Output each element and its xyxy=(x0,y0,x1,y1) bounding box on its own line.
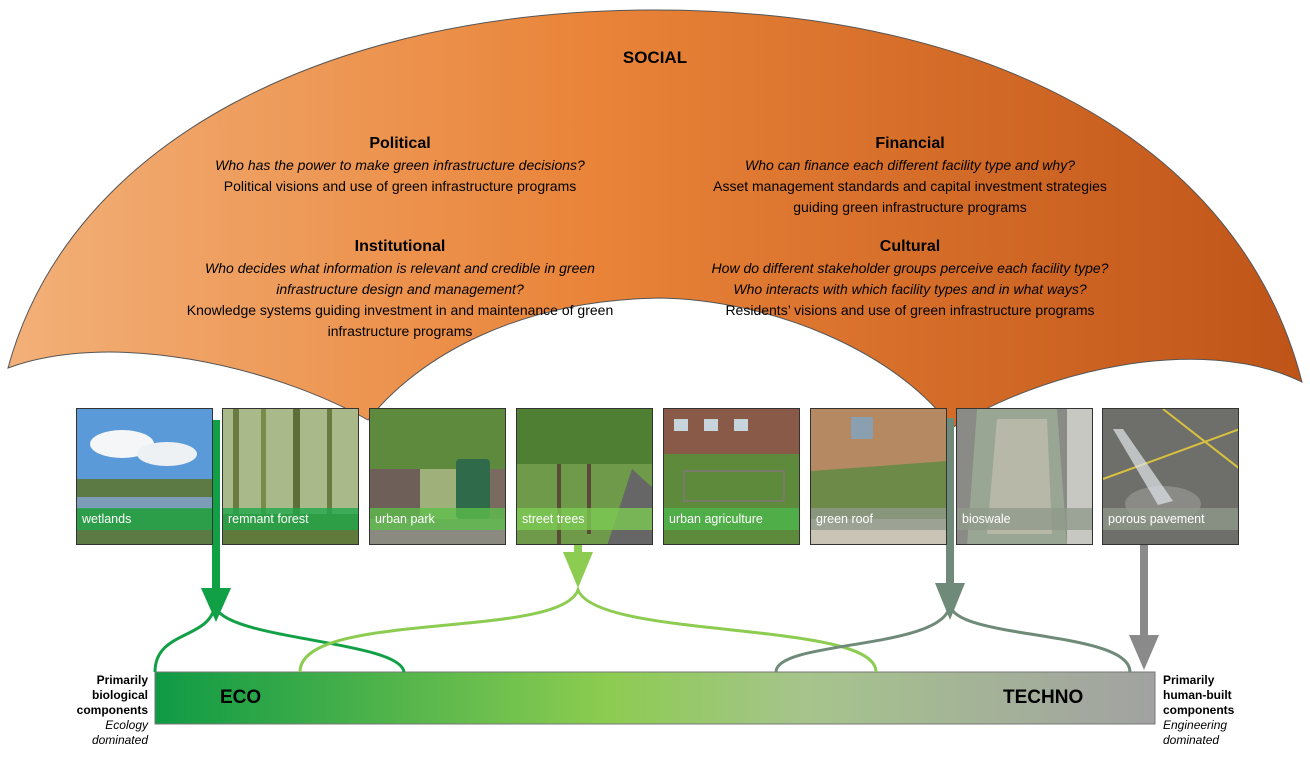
connector-eco xyxy=(153,604,406,673)
facility-label: porous pavement xyxy=(1103,508,1238,530)
political-question: Who has the power to make green infrastr… xyxy=(215,157,585,173)
photo-wetlands: wetlands xyxy=(76,408,213,545)
eco-label: ECO xyxy=(220,687,262,708)
institutional-section: Institutional Who decides what informati… xyxy=(140,235,660,342)
financial-heading: Financial xyxy=(875,135,945,152)
left-italic-1: Ecology xyxy=(105,718,148,732)
left-bold-1: Primarily xyxy=(96,673,148,687)
institutional-heading: Institutional xyxy=(354,238,446,255)
left-bold-3: components xyxy=(76,703,148,717)
financial-text-line2: guiding green infrastructure programs xyxy=(793,199,1027,215)
political-text: Political visions and use of green infra… xyxy=(223,178,577,194)
cultural-question-line2: Who interacts with which facility types … xyxy=(733,281,1087,297)
left-side-caption: Primarily biological components Ecology … xyxy=(48,673,148,748)
arrow-street-trees xyxy=(563,520,593,588)
photo-street-trees: street trees xyxy=(516,408,653,545)
connector-mid xyxy=(298,585,878,673)
photo-porous-pavement: porous pavement xyxy=(1102,408,1239,545)
financial-question: Who can finance each different facility … xyxy=(745,157,1075,173)
institutional-question-line2: infrastructure design and management? xyxy=(276,281,524,297)
photo-green-roof: green roof xyxy=(810,408,947,545)
facility-label: bioswale xyxy=(957,508,1092,530)
photo-urban-agriculture: urban agriculture xyxy=(663,408,800,545)
arrow-bioswale xyxy=(935,418,965,620)
facility-label: urban park xyxy=(370,508,505,530)
arrow-porous-pavement xyxy=(1129,545,1159,670)
photo-remnant-forest: remnant forest xyxy=(222,408,359,545)
right-bold-1: Primarily xyxy=(1163,673,1215,687)
right-side-caption: Primarily human-built components Enginee… xyxy=(1163,673,1273,748)
photo-bioswale: bioswale xyxy=(956,408,1093,545)
cultural-section: Cultural How do different stakeholder gr… xyxy=(660,235,1160,321)
cultural-heading: Cultural xyxy=(879,238,941,255)
right-bold-3: components xyxy=(1163,703,1235,717)
right-italic-1: Engineering xyxy=(1163,718,1228,732)
eco-techno-scale-bar xyxy=(154,671,1156,725)
social-title: SOCIAL xyxy=(622,48,688,67)
financial-section: Financial Who can finance each different… xyxy=(650,132,1170,218)
facility-label: remnant forest xyxy=(223,508,358,530)
institutional-question-line1: Who decides what information is relevant… xyxy=(205,260,595,276)
cultural-text: Residents’ visions and use of green infr… xyxy=(725,302,1095,318)
financial-text-line1: Asset management standards and capital i… xyxy=(713,178,1107,194)
facility-label: urban agriculture xyxy=(664,508,799,530)
political-heading: Political xyxy=(369,135,431,152)
left-bold-2: biological xyxy=(91,688,148,702)
facility-label: street trees xyxy=(517,508,652,530)
institutional-text-line2: infrastructure programs xyxy=(327,323,473,339)
cultural-question-line1: How do different stakeholder groups perc… xyxy=(711,260,1109,276)
connector-techno xyxy=(774,604,1132,673)
techno-label: TECHNO xyxy=(1003,687,1084,708)
social-fan xyxy=(7,9,1303,429)
right-italic-2: dominated xyxy=(1163,733,1220,747)
political-section: Political Who has the power to make gree… xyxy=(160,132,640,197)
facility-label: green roof xyxy=(811,508,946,530)
right-bold-2: human-built xyxy=(1163,688,1232,702)
institutional-text-line1: Knowledge systems guiding investment in … xyxy=(186,302,614,318)
arrow-remnant-forest xyxy=(201,420,231,622)
photo-urban-park: urban park xyxy=(369,408,506,545)
facility-label: wetlands xyxy=(77,508,212,530)
left-italic-2: dominated xyxy=(91,733,148,747)
